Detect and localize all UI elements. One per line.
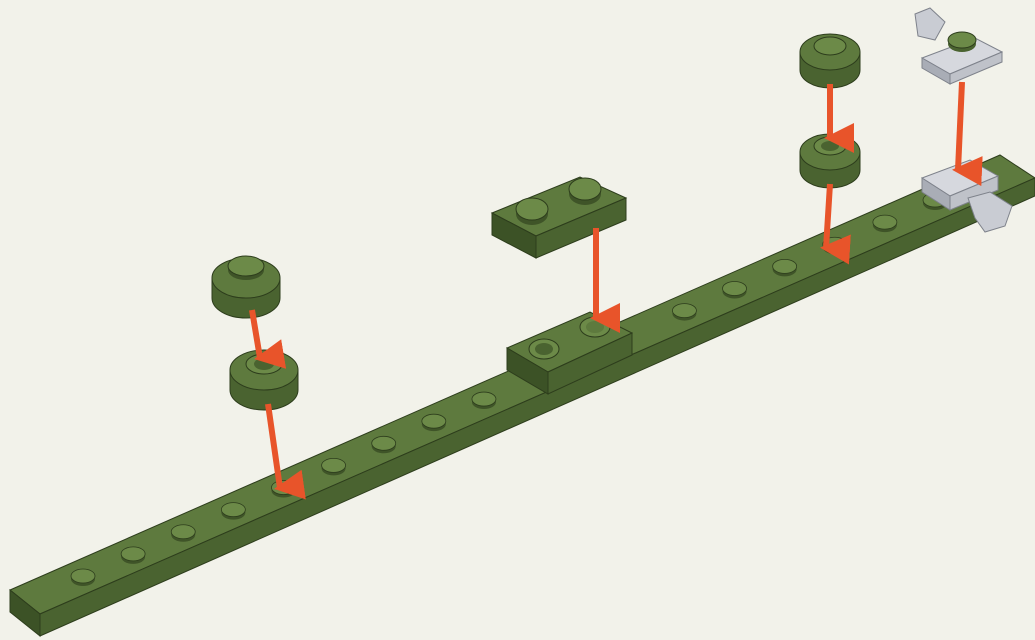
grey-clip-plate-upper xyxy=(915,8,1002,84)
round-plate-left-upper xyxy=(212,256,280,318)
plate-stud xyxy=(422,414,446,428)
plate-stud xyxy=(372,436,396,450)
plate-stud xyxy=(723,281,747,295)
round-plate-left-lower xyxy=(230,350,298,410)
installed-stud-solid-ring xyxy=(586,321,604,333)
arrow-round-right-lower xyxy=(826,184,830,248)
arrow-clip xyxy=(958,82,962,170)
plate-stud xyxy=(773,259,797,273)
installed-stud-hollow-inner xyxy=(535,343,553,355)
plate-stud xyxy=(322,458,346,472)
plate-stud xyxy=(472,392,496,406)
plate-stud xyxy=(171,525,195,539)
loose-stud-2 xyxy=(569,178,601,200)
green-plate-1x2 xyxy=(492,177,626,258)
plate-stud xyxy=(221,503,245,517)
plate-stud xyxy=(873,215,897,229)
round-plate-right-upper xyxy=(800,34,860,88)
loose-stud-1 xyxy=(516,198,548,220)
plate-stud xyxy=(121,547,145,561)
plate-stud xyxy=(672,304,696,318)
plate-stud xyxy=(271,481,295,495)
round-plate-right-lower xyxy=(800,134,860,188)
plate-stud xyxy=(71,569,95,583)
